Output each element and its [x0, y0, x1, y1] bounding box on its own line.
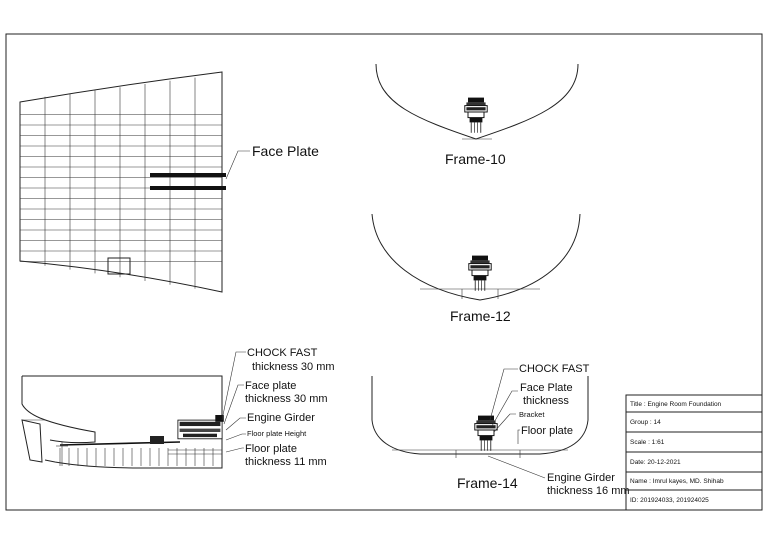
plan-transverse-frames — [44, 77, 196, 289]
face-plate-label-b: Face Plate — [520, 382, 573, 394]
floor-plate-thk-value-a: thickness 11 mm — [245, 456, 327, 468]
chock-fast-label-b: CHOCK FAST — [519, 363, 590, 375]
plan-longitudinals — [20, 114, 222, 262]
frame-14-section: CHOCK FAST Face Plate thickness Bracket … — [371, 363, 630, 497]
profile-engine — [177, 415, 224, 440]
frame-14-label: Frame-14 — [457, 475, 518, 491]
frame-10-label: Frame-10 — [445, 151, 506, 167]
title-block-id: ID: 201924033, 201924025 — [630, 497, 709, 504]
profile-view: CHOCK FAST thickness 30 mm Face plate th… — [21, 347, 335, 469]
title-block-date: Date: 20-12-2021 — [630, 459, 681, 466]
title-block-title: Title : Engine Room Foundation — [630, 401, 722, 408]
chock-fast-thk-a: thickness 30 mm — [252, 361, 335, 373]
face-plate-leader — [225, 150, 250, 180]
plan-opening — [107, 257, 131, 275]
face-plate-label: Face Plate — [252, 143, 319, 159]
plan-view: Face Plate — [19, 71, 319, 293]
drawing-border — [5, 33, 763, 511]
title-block-name: Name : Imrul kayes, MD. Shihab — [630, 478, 724, 485]
chock-fast-label-a: CHOCK FAST — [247, 347, 318, 359]
title-block: Title : Engine Room Foundation Group : 1… — [625, 394, 763, 511]
floor-plate-label-b: Floor plate — [521, 425, 573, 437]
title-block-scale: Scale : 1:61 — [630, 439, 665, 446]
frame-10-section: Frame-10 — [375, 63, 579, 167]
profile-shaft-bearing — [150, 436, 164, 444]
face-plate-thk-value-a: thickness 30 mm — [245, 393, 328, 405]
engine-girder-label-b: Engine Girder — [547, 472, 615, 484]
floor-plate-thk-label-a: Floor plate — [245, 443, 297, 455]
plan-face-plate-bar-1 — [150, 173, 226, 177]
engine-girder-label-a: Engine Girder — [247, 412, 315, 424]
bracket-label: Bracket — [519, 410, 545, 419]
face-plate-thk-label-a: Face plate — [245, 380, 296, 392]
floor-plate-height-label: Floor plate Height — [247, 429, 307, 438]
title-block-group: Group : 14 — [630, 419, 661, 426]
frame-12-section: Frame-12 — [371, 213, 581, 324]
frame-12-label: Frame-12 — [450, 308, 511, 324]
plan-face-plate-bar-2 — [150, 186, 226, 190]
face-plate-thk-b: thickness — [523, 395, 569, 407]
profile-floor-plates — [59, 448, 214, 466]
engine-girder-thk-b: thickness 16 mm — [547, 485, 630, 497]
